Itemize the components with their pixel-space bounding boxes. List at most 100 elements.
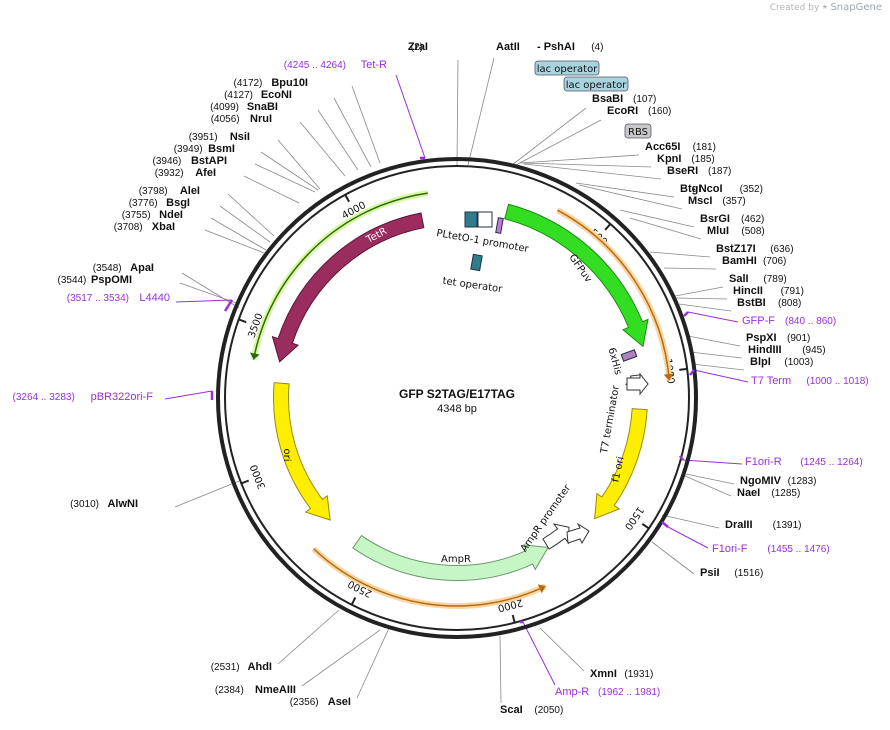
primer-mark	[679, 455, 684, 461]
enzyme-name: HindIII	[748, 344, 782, 356]
primer-mark	[683, 311, 689, 317]
primer-name: L4440	[139, 292, 170, 304]
enzyme-name: Bpu10I	[271, 77, 308, 89]
enzyme-connector-xmni	[539, 627, 585, 672]
enzyme-name: ScaI	[500, 704, 523, 716]
primer-range: (840 .. 860)	[785, 316, 836, 327]
rbs-box	[495, 217, 504, 234]
backbone-circle	[216, 157, 698, 639]
feature-ampr-arrow	[352, 534, 549, 581]
enzyme-bsmi: BsmI(3949)	[174, 143, 235, 155]
enzyme-name: EcoNI	[261, 89, 292, 101]
enzyme-name: NdeI	[159, 209, 183, 221]
enzyme-name: HincII	[733, 285, 763, 297]
enzyme-scai: ScaI(2050)	[500, 704, 563, 716]
enzyme-name: ApaI	[130, 262, 154, 274]
connector-lines	[164, 57, 749, 704]
enzyme-position: (3548)	[93, 263, 122, 274]
enzyme-name: XmnI	[590, 668, 617, 680]
primer-connector-gfp-f	[687, 311, 739, 323]
tetr-primer-arc-line	[252, 192, 428, 360]
enzyme-connector-nmeaiii	[301, 629, 381, 687]
feature-f1-ori-arrow	[594, 408, 648, 520]
enzyme-snabi: SnaBI(4099)	[210, 101, 278, 113]
primer-f1ori-f: F1ori-F(1455 .. 1476)	[661, 521, 830, 555]
tick-mark-500	[604, 223, 612, 231]
t7-terminator-arrow	[626, 372, 649, 396]
enzyme-bstbi: BstBI(808)	[737, 297, 801, 309]
enzyme-name: BsgI	[166, 197, 190, 209]
primer-name: Amp-R	[555, 686, 589, 698]
enzyme-bamhi: BamHI(706)	[722, 255, 786, 267]
primer-mark	[661, 521, 669, 528]
enzyme-hincii: HincII(791)	[733, 285, 804, 297]
primer-mark	[223, 299, 234, 312]
enzyme-position: (352)	[740, 184, 763, 195]
enzyme-name: DraIII	[725, 519, 753, 531]
primer-f1ori-r: F1ori-R(1245 .. 1264)	[679, 455, 863, 468]
tet-operator-box	[470, 253, 483, 272]
primer-range: (3264 .. 3283)	[13, 392, 75, 403]
enzyme-connector-afei	[243, 175, 300, 204]
enzyme-connector-blpi	[691, 363, 745, 371]
primer-range: (1245 .. 1264)	[800, 457, 862, 468]
enzyme-zrai: ZraI(2)	[408, 41, 428, 53]
gfp-primer-arc-head	[663, 373, 674, 381]
enzyme-ahdi: AhdI(2531)	[211, 661, 272, 673]
enzyme-name: SalI	[729, 273, 749, 285]
enzyme-name: BstZ17I	[716, 243, 756, 255]
primer-l4440: L4440(3517 .. 3534)	[67, 292, 234, 312]
enzyme-connector-xbai	[204, 229, 265, 254]
enzyme-connector-bstapi	[254, 163, 316, 193]
enzyme-position: (2531)	[211, 662, 240, 673]
enzyme-name: ZraI	[408, 41, 428, 53]
feature-label-6xhis: 6xHis	[606, 347, 624, 377]
enzyme-connector-ahdi	[277, 609, 340, 665]
enzyme-position: (357)	[722, 196, 745, 207]
primer-tet-r: Tet-R(4245 .. 4264)	[284, 59, 425, 160]
enzyme-ndei: NdeI(3755)	[122, 209, 183, 221]
enzyme-connector-draiii	[661, 514, 720, 529]
enzyme-connector-aatii	[467, 57, 495, 166]
enzyme-connector-bamhi	[663, 267, 717, 270]
enzyme-connector-bstbi	[678, 303, 732, 312]
primer-pbr322ori-f: pBR322ori-F(3264 .. 3283)	[13, 391, 214, 403]
enzyme-name: BstBI	[737, 297, 766, 309]
enzyme-xmni: XmnI(1931)	[590, 668, 653, 680]
plasmid-name: GFP S2TAG/E17TAG	[399, 387, 515, 401]
enzyme-name: KpnI	[657, 153, 681, 165]
ampr-primer-arc-head	[537, 584, 546, 594]
enzyme-name: NsiI	[230, 131, 250, 143]
box-label-text-0: lac operator	[537, 64, 598, 75]
enzyme-position: (1391)	[773, 520, 802, 531]
tick-label-1500: 1500	[622, 504, 645, 531]
enzyme-pshai: - PshAI(4)	[537, 41, 603, 53]
enzyme-ecori: EcoRI(160)	[607, 105, 671, 117]
box-label-rbs-2	[624, 123, 652, 139]
box-label-lac_operator-0	[534, 60, 600, 76]
enzyme-position: (2356)	[290, 697, 319, 708]
enzyme-afei: AfeI(3932)	[155, 167, 216, 179]
enzyme-position: (181)	[693, 142, 716, 153]
enzyme-connector-nrui	[299, 121, 346, 177]
enzyme-connector-ndei	[210, 217, 267, 251]
enzyme-connector-naei	[684, 475, 732, 497]
tick-mark-3000	[240, 479, 250, 485]
feature-gfpuv-arrow	[504, 203, 649, 348]
snapgene-logo-icon: ⭒	[822, 2, 828, 13]
enzyme-name: AatII	[496, 41, 520, 53]
enzyme-position: (107)	[633, 94, 656, 105]
enzyme-connector-mlui	[629, 217, 702, 240]
enzyme-name: BlpI	[750, 356, 771, 368]
feature-tetr-arrow	[271, 212, 425, 363]
primer-range: (1455 .. 1476)	[767, 544, 829, 555]
enzyme-name: Acc65I	[645, 141, 680, 153]
enzyme-name: - NcoI	[692, 183, 723, 195]
feature-label-tet-operator: tet operator	[442, 276, 504, 295]
enzyme-connector-bpu10i	[351, 85, 381, 164]
enzyme-connector-hindiii	[689, 351, 743, 359]
ampr-promoter-arrow	[566, 522, 590, 545]
enzyme-name: BsaBI	[592, 93, 623, 105]
enzyme-connector-econi	[333, 97, 372, 168]
